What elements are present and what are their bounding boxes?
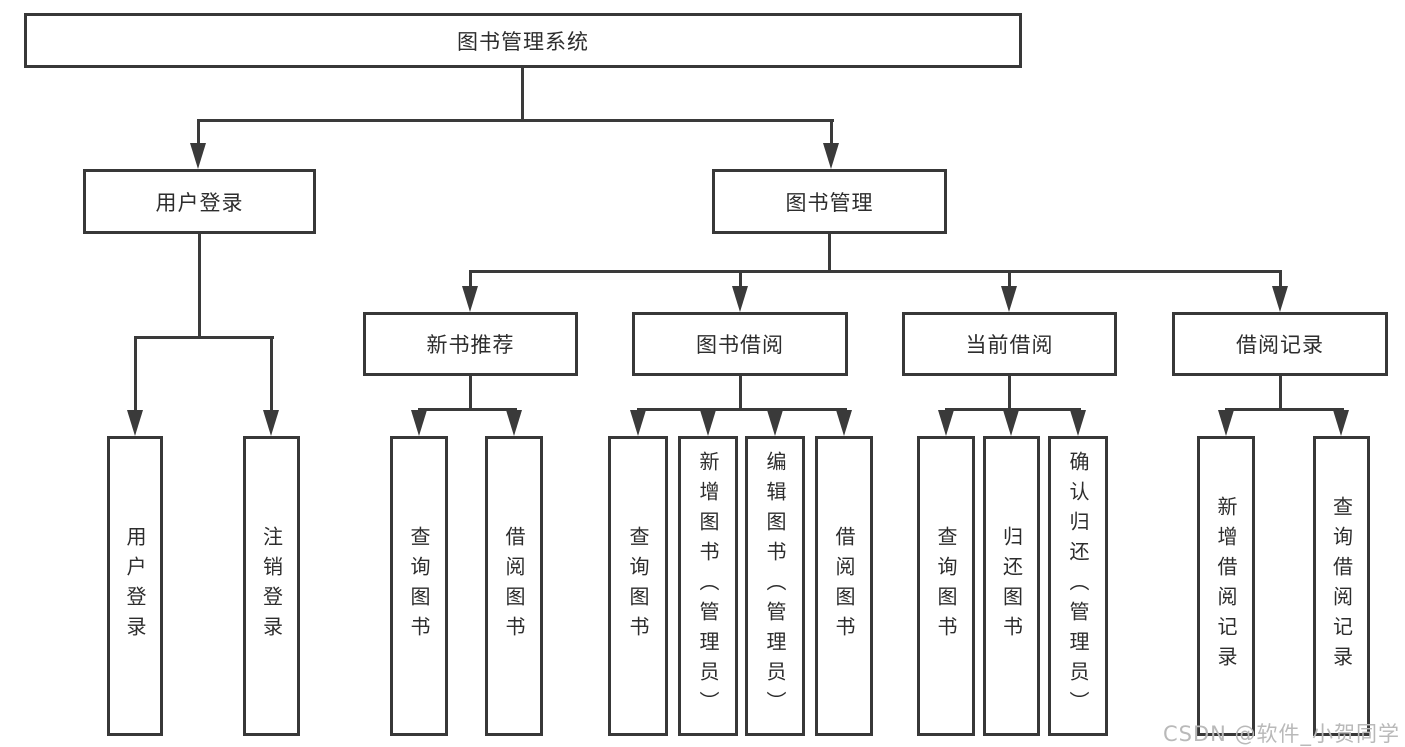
leaf-borrow-books-label: 借阅图书	[832, 526, 856, 646]
node-book-borrowing: 图书借阅	[632, 312, 848, 376]
edge-borrowing-stem	[739, 376, 742, 411]
node-root: 图书管理系统	[24, 13, 1022, 68]
node-current-borrowing: 当前借阅	[902, 312, 1117, 376]
edge-level3-bus	[469, 270, 1282, 273]
arrow-to-leaf-logout-icon	[263, 410, 279, 436]
node-root-label: 图书管理系统	[457, 29, 589, 54]
edge-records-bus	[1225, 408, 1344, 411]
leaf-return-books: 归还图书	[983, 436, 1040, 736]
leaf-recommend-query-books-label: 查询图书	[407, 526, 431, 646]
arrow-borrowing-borrow-icon	[836, 410, 852, 436]
edge-records-stem	[1279, 376, 1282, 411]
edge-recommend-bus	[418, 408, 517, 411]
node-user-login-label: 用户登录	[155, 190, 244, 215]
edge-recommend-stem	[469, 376, 472, 411]
leaf-edit-books-admin-label: 编辑图书（管理员）	[763, 451, 787, 721]
leaf-recommend-query-books: 查询图书	[390, 436, 448, 736]
node-user-login: 用户登录	[83, 169, 316, 234]
arrow-to-leaf-login-icon	[127, 410, 143, 436]
arrow-records-query-icon	[1333, 410, 1349, 436]
arrow-recommend-borrow-icon	[506, 410, 522, 436]
node-book-borrowing-label: 图书借阅	[696, 333, 784, 357]
leaf-current-query-books-label: 查询图书	[934, 526, 958, 646]
arrow-to-current-icon	[1001, 286, 1017, 312]
edge-user-login-bus	[134, 336, 274, 339]
leaf-recommend-borrow-books-label: 借阅图书	[502, 526, 526, 646]
leaf-user-login-label: 用户登录	[123, 526, 147, 646]
edge-to-book-management-stem	[830, 119, 833, 146]
leaf-add-borrow-record: 新增借阅记录	[1197, 436, 1255, 736]
edge-to-current-stem	[1008, 270, 1011, 288]
node-new-book-recommend: 新书推荐	[363, 312, 578, 376]
leaf-borrowing-query-books: 查询图书	[608, 436, 668, 736]
edge-root-stem	[521, 68, 524, 122]
node-borrowing-records: 借阅记录	[1172, 312, 1388, 376]
edge-to-records-stem	[1279, 270, 1282, 288]
leaf-confirm-return-admin-label: 确认归还（管理员）	[1066, 451, 1090, 721]
node-borrowing-records-label: 借阅记录	[1236, 333, 1324, 357]
edge-to-borrowing-stem	[739, 270, 742, 288]
arrow-to-recommend-icon	[462, 286, 478, 312]
leaf-borrowing-query-books-label: 查询图书	[626, 526, 650, 646]
arrow-to-user-login-icon	[190, 143, 206, 169]
edge-current-stem	[1008, 376, 1011, 411]
edge-borrowing-bus	[637, 408, 847, 411]
edge-user-login-stem	[198, 234, 201, 339]
leaf-return-books-label: 归还图书	[999, 526, 1024, 646]
arrow-to-records-icon	[1272, 286, 1288, 312]
node-current-borrowing-label: 当前借阅	[965, 333, 1054, 357]
arrow-borrowing-add-icon	[700, 410, 716, 436]
arrow-current-return-icon	[1003, 410, 1019, 436]
edge-book-management-stem	[828, 234, 831, 273]
csdn-watermark: CSDN @软件_小贺同学	[1163, 722, 1401, 746]
arrow-current-query-icon	[938, 410, 954, 436]
arrow-records-add-icon	[1218, 410, 1234, 436]
leaf-query-borrow-record-label: 查询借阅记录	[1329, 496, 1354, 676]
leaf-query-borrow-record: 查询借阅记录	[1313, 436, 1370, 736]
leaf-recommend-borrow-books: 借阅图书	[485, 436, 543, 736]
arrow-recommend-query-icon	[411, 410, 427, 436]
edge-to-user-login-stem	[197, 119, 200, 146]
arrow-borrowing-edit-icon	[767, 410, 783, 436]
leaf-edit-books-admin: 编辑图书（管理员）	[745, 436, 805, 736]
leaf-confirm-return-admin: 确认归还（管理员）	[1048, 436, 1108, 736]
arrow-current-confirm-icon	[1070, 410, 1086, 436]
edge-level2-bus	[197, 119, 834, 122]
leaf-borrow-books: 借阅图书	[815, 436, 873, 736]
node-book-management: 图书管理	[712, 169, 947, 234]
edge-current-bus	[945, 408, 1081, 411]
leaf-add-borrow-record-label: 新增借阅记录	[1214, 496, 1238, 676]
leaf-logout-label: 注销登录	[259, 526, 284, 646]
arrow-borrowing-query-icon	[630, 410, 646, 436]
leaf-add-books-admin-label: 新增图书（管理员）	[696, 451, 720, 721]
node-book-management-label: 图书管理	[785, 190, 874, 215]
node-new-book-recommend-label: 新书推荐	[426, 333, 515, 357]
edge-to-leaf-logout-stem	[270, 336, 273, 412]
arrow-to-borrowing-icon	[732, 286, 748, 312]
leaf-user-login: 用户登录	[107, 436, 163, 736]
edge-to-leaf-login-stem	[134, 336, 137, 412]
leaf-current-query-books: 查询图书	[917, 436, 975, 736]
arrow-to-book-management-icon	[823, 143, 839, 169]
edge-to-recommend-stem	[469, 270, 472, 288]
leaf-add-books-admin: 新增图书（管理员）	[678, 436, 738, 736]
leaf-logout: 注销登录	[243, 436, 300, 736]
